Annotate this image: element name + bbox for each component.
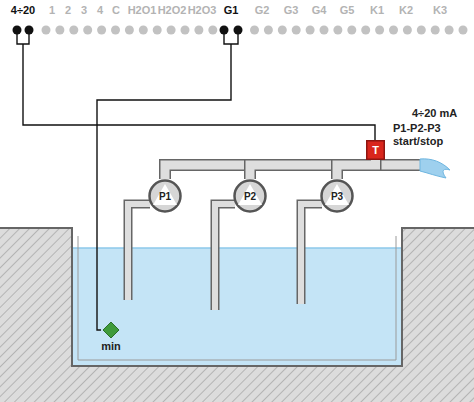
terminal-label: 1 bbox=[49, 4, 55, 17]
terminal-dot bbox=[361, 26, 370, 35]
ground-outline bbox=[0, 228, 474, 366]
terminal-dot bbox=[139, 26, 148, 35]
sensor-label: min bbox=[101, 340, 121, 352]
terminal-dot bbox=[278, 26, 287, 35]
terminal-label: H2O3 bbox=[188, 4, 217, 17]
terminal-dot bbox=[306, 26, 315, 35]
terminal-dot bbox=[347, 26, 356, 35]
terminal-label: G2 bbox=[255, 4, 270, 17]
terminal-dot bbox=[459, 26, 468, 35]
terminal-label: 4÷20 bbox=[11, 4, 35, 17]
water bbox=[72, 248, 402, 366]
terminal-dots bbox=[13, 26, 468, 35]
pipe-connector bbox=[250, 165, 337, 179]
pump-circle: P3 bbox=[320, 179, 354, 213]
terminal-label: G3 bbox=[284, 4, 299, 17]
terminal-dot bbox=[234, 26, 243, 35]
terminal-label: G4 bbox=[312, 4, 327, 17]
terminal-dot bbox=[153, 26, 162, 35]
pump-circle: P1 bbox=[148, 179, 182, 213]
terminal-dot bbox=[333, 26, 342, 35]
terminal-dot bbox=[264, 26, 273, 35]
node-label: P3 bbox=[331, 191, 343, 202]
terminal-label: G5 bbox=[340, 4, 355, 17]
signal-note: P1-P2-P3 start/stop bbox=[393, 122, 453, 148]
terminal-dot bbox=[25, 26, 34, 35]
signal-note: 4÷20 mA bbox=[412, 107, 457, 120]
signal-wires bbox=[17, 34, 375, 330]
terminal-label: K1 bbox=[370, 4, 384, 17]
terminal-label: 2 bbox=[65, 4, 71, 17]
terminal-label: H2O1 bbox=[128, 4, 157, 17]
terminal-dot bbox=[320, 26, 329, 35]
terminal-dot bbox=[69, 26, 78, 35]
pipe-connector bbox=[337, 160, 376, 179]
terminal-dot bbox=[292, 26, 301, 35]
transducer-box: T bbox=[366, 140, 385, 160]
terminal-label: G1 bbox=[224, 4, 239, 17]
terminal-dot bbox=[55, 26, 64, 35]
node-label: T bbox=[372, 144, 379, 156]
pipe-connector bbox=[165, 165, 250, 179]
water-surface bbox=[72, 247, 402, 249]
terminal-dot bbox=[250, 26, 259, 35]
ground-hatch bbox=[0, 228, 474, 402]
terminal-label: 3 bbox=[81, 4, 87, 17]
terminal-dot bbox=[111, 26, 120, 35]
terminal-dot bbox=[13, 26, 22, 35]
terminal-label: H2O2 bbox=[158, 4, 187, 17]
level-sensor: min bbox=[96, 320, 126, 356]
terminal-dot bbox=[417, 26, 426, 35]
terminal-dot bbox=[194, 26, 203, 35]
terminal-label: 4 bbox=[97, 4, 103, 17]
node-label: P2 bbox=[244, 191, 256, 202]
terminal-dot bbox=[445, 26, 454, 35]
terminal-dot bbox=[375, 26, 384, 35]
terminal-dot bbox=[220, 26, 229, 35]
terminal-dot bbox=[181, 26, 190, 35]
terminal-dot bbox=[83, 26, 92, 35]
node-label: P1 bbox=[159, 191, 171, 202]
terminal-dot bbox=[97, 26, 106, 35]
pump-circle: P2 bbox=[233, 179, 267, 213]
terminal-label: K2 bbox=[399, 4, 413, 17]
terminal-dot bbox=[431, 26, 440, 35]
terminal-dot bbox=[42, 26, 51, 35]
terminal-label: C bbox=[112, 4, 120, 17]
water-jet bbox=[420, 159, 450, 178]
terminal-dot bbox=[167, 26, 176, 35]
terminal-label: K3 bbox=[433, 4, 447, 17]
terminal-dot bbox=[403, 26, 412, 35]
terminal-dot bbox=[389, 26, 398, 35]
suction-pipes bbox=[128, 204, 322, 310]
terminal-dot bbox=[125, 26, 134, 35]
terminal-dot bbox=[208, 26, 217, 35]
